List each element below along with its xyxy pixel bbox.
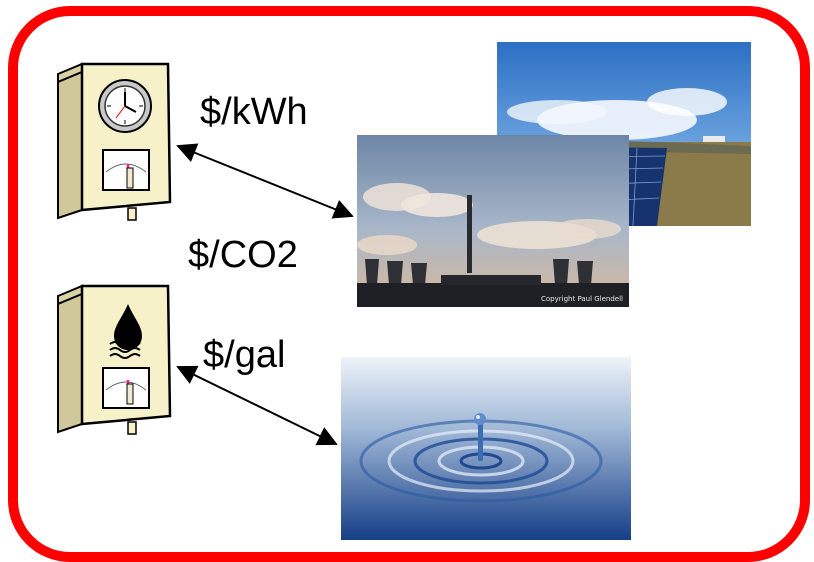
electric-meter-icon [57, 62, 172, 221]
diagram-frame [8, 6, 810, 562]
electricity-rate-label: $/kWh [200, 91, 308, 133]
carbon-rate-label: $/CO2 [188, 234, 298, 276]
water-drop-photo [341, 357, 631, 540]
water-meter-icon [57, 284, 172, 435]
power-plant-photo: Copyright Paul Glendell [357, 135, 629, 307]
photo-credit: Copyright Paul Glendell [541, 295, 623, 303]
water-rate-label: $/gal [203, 334, 286, 376]
